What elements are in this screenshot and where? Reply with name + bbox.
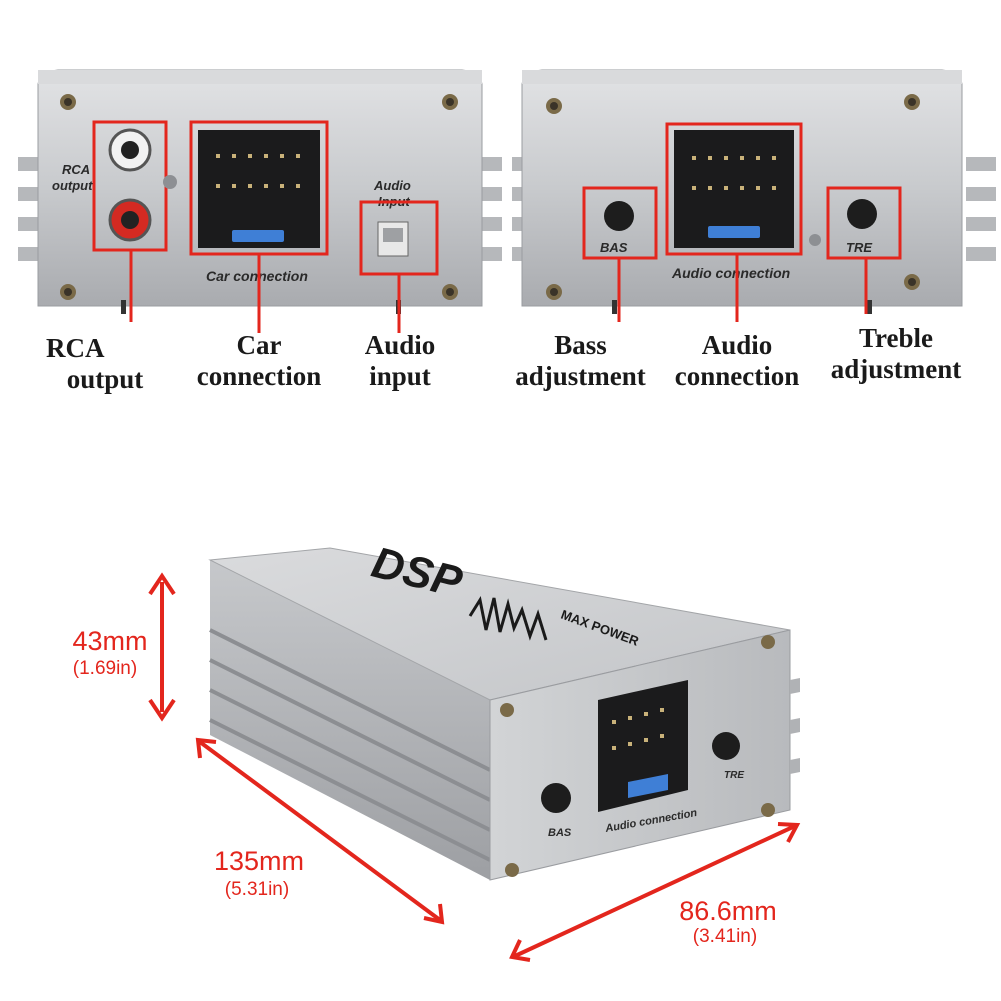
dimension-arrows bbox=[148, 572, 801, 962]
callout-audio-input: Audio input bbox=[350, 330, 450, 392]
callout-treble-adjustment: Treble adjustment bbox=[817, 323, 975, 385]
length-mm-label: 135mm bbox=[213, 846, 305, 876]
bas-knob bbox=[541, 783, 571, 813]
callout-line-2: output bbox=[66, 364, 144, 394]
width-in-label: (3.41in) bbox=[692, 926, 758, 947]
callout-line-2: input bbox=[369, 361, 431, 391]
height-in-label: (1.69in) bbox=[72, 658, 138, 679]
silk-bas: BAS bbox=[600, 240, 628, 255]
callout-line-2: adjustment bbox=[830, 354, 962, 384]
screw-icons bbox=[546, 94, 920, 300]
callout-line-1: RCA bbox=[46, 333, 105, 363]
device-bas-text: BAS bbox=[548, 827, 572, 839]
callout-bass-adjustment: Bass adjustment bbox=[503, 330, 658, 392]
callout-leader-lines bbox=[129, 250, 868, 333]
silk-output: output bbox=[52, 178, 93, 193]
silk-audio-connection: Audio connection bbox=[671, 265, 790, 281]
silk-car-connection: Car connection bbox=[206, 268, 308, 284]
callout-line-1: Audio bbox=[364, 330, 436, 360]
callout-car-connection: Car connection bbox=[184, 330, 334, 392]
length-in-label: (5.31in) bbox=[224, 879, 290, 900]
front-panel-photo: RCA output Car connection Audio Input bbox=[18, 62, 502, 314]
silk-tre: TRE bbox=[846, 240, 872, 255]
tre-knob bbox=[712, 732, 740, 760]
callout-audio-connection: Audio connection bbox=[662, 330, 812, 392]
width-mm-label: 86.6mm bbox=[679, 896, 777, 926]
callout-rca-output: RCA output bbox=[46, 333, 164, 395]
callout-line-2: adjustment bbox=[515, 361, 646, 391]
front-panel-illustration: RCA output Car connection Audio Input bbox=[18, 69, 502, 314]
screw-icons bbox=[60, 94, 458, 300]
device-tre-text: TRE bbox=[724, 770, 744, 781]
device-3d-illustration: DSP MAX POWER Audio connection BAS TRE bbox=[148, 538, 801, 962]
screw-icons bbox=[500, 635, 775, 877]
height-mm-label: 43mm bbox=[72, 626, 148, 656]
callout-line-1: Audio bbox=[701, 330, 773, 360]
callout-line-1: Treble bbox=[859, 323, 933, 353]
silk-rca: RCA bbox=[62, 162, 90, 177]
callout-line-2: connection bbox=[674, 361, 800, 391]
callout-line-1: Bass bbox=[554, 330, 607, 360]
silk-audio: Audio bbox=[373, 178, 411, 193]
rear-panel-photo: BAS Audio connection TRE bbox=[512, 62, 996, 314]
rear-panel-illustration: BAS Audio connection TRE bbox=[512, 69, 996, 314]
callout-line-1: Car bbox=[236, 330, 282, 360]
callout-line-2: connection bbox=[196, 361, 322, 391]
waveform-icon bbox=[468, 596, 548, 641]
